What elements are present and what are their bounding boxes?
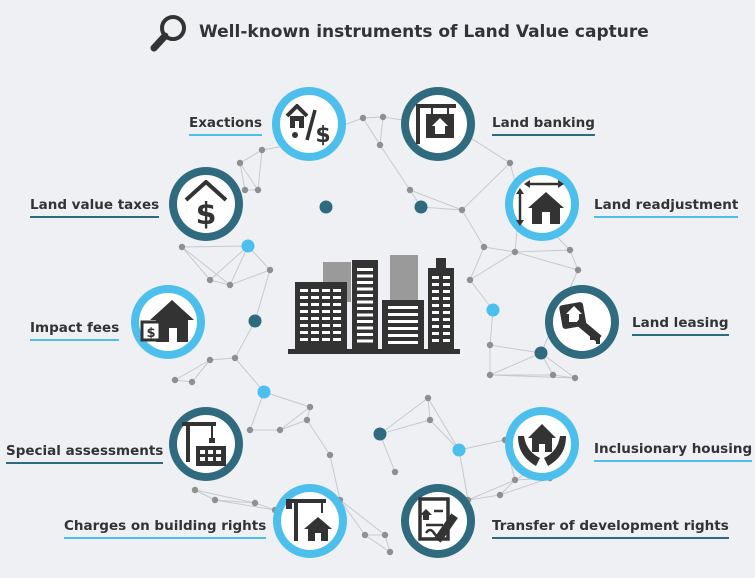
house-dollar-icon: $ (184, 180, 228, 232)
label-transfer-of-development-rights: Transfer of development rights (492, 518, 729, 539)
hub-dot (534, 346, 548, 360)
network-dot (549, 371, 557, 379)
network-dot (376, 141, 384, 149)
hub-dot (257, 385, 271, 399)
instrument-node (401, 484, 475, 558)
label-land-banking: Land banking (492, 115, 595, 136)
network-dot (236, 159, 244, 167)
network-dot (306, 403, 314, 411)
svg-text:$: $ (146, 326, 155, 341)
network-dot (361, 531, 369, 539)
network-dot (191, 486, 199, 494)
instrument-node (505, 407, 579, 481)
network-dot (258, 146, 266, 154)
network-dot (486, 371, 494, 379)
house-money-icon: $ (140, 300, 194, 342)
svg-text:$: $ (196, 197, 217, 232)
network-dot (506, 159, 514, 167)
instrument-node (401, 87, 475, 161)
network-dot (486, 341, 494, 349)
instrument-node (505, 167, 579, 241)
city-skyline-icon (288, 255, 460, 354)
label-land-readjustment: Land readjustment (594, 197, 739, 218)
network-dot (241, 186, 249, 194)
network-dot (276, 426, 284, 434)
hub-dot (373, 427, 387, 441)
hub-dot (319, 200, 333, 214)
network-dot (178, 243, 186, 251)
svg-text:$: $ (315, 123, 330, 148)
hub-dot (452, 443, 466, 457)
instrument-node: $ (131, 285, 205, 359)
label-charges-on-building-rights: Charges on building rights (64, 518, 267, 539)
label-impact-fees: Impact fees (30, 320, 120, 341)
hub-dot (241, 239, 255, 253)
network-dot (496, 491, 504, 499)
network-dot (254, 186, 262, 194)
network-dot (466, 276, 474, 284)
crane-house-icon (286, 499, 332, 541)
label-land-leasing: Land leasing (632, 315, 729, 336)
network-dot (266, 266, 274, 274)
instrument-node: $ (169, 167, 243, 241)
network-dot (188, 378, 196, 386)
network-dot (251, 499, 259, 507)
network-dot (231, 354, 239, 362)
network-dot (359, 114, 367, 122)
network-dot (480, 243, 488, 251)
label-exactions: Exactions (189, 115, 263, 136)
page-title: Well-known instruments of Land Value cap… (199, 22, 649, 42)
house-key-icon (559, 302, 602, 344)
network-dot (391, 468, 399, 476)
network-dot (171, 376, 179, 384)
house-percent-dollar-icon: $ (285, 104, 331, 148)
network-dot (211, 496, 219, 504)
network-dot (406, 186, 414, 194)
instrument-node (273, 484, 347, 558)
crane-building-icon (182, 422, 226, 466)
network-dot (226, 281, 234, 289)
hub-dot (414, 200, 428, 214)
instrument-node: $ (272, 87, 346, 161)
house-resize-icon (516, 180, 564, 226)
network-dot (326, 451, 334, 459)
instrument-node (169, 407, 243, 481)
hub-dot (248, 314, 262, 328)
house-sign-icon (416, 104, 456, 144)
network-dot (426, 416, 434, 424)
instrument-node (545, 285, 619, 359)
network-dot (571, 374, 579, 382)
network-dot (574, 266, 582, 274)
label-inclusionary-housing: Inclusionary housing (594, 441, 753, 462)
network-dot (206, 276, 214, 284)
network-dot (511, 248, 519, 256)
hub-dot (486, 303, 500, 317)
network-dot (386, 548, 394, 556)
label-special-assessments: Special assessments (6, 443, 164, 464)
label-land-value-taxes: Land value taxes (30, 197, 160, 218)
network-dot (303, 416, 311, 424)
network-dot (424, 394, 432, 402)
network-dot (458, 206, 466, 214)
magnifier-icon (150, 15, 186, 52)
hands-house-icon (518, 424, 566, 466)
network-dot (566, 246, 574, 254)
contract-pen-icon (418, 497, 458, 543)
network-dot (381, 531, 389, 539)
network-dot (206, 356, 214, 364)
network-dot (246, 426, 254, 434)
network-dot (379, 113, 387, 121)
network-dot (511, 476, 519, 484)
